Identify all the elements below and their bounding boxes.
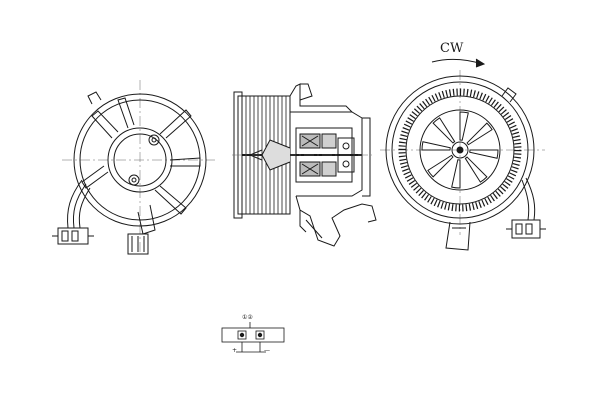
impeller-spoke — [469, 149, 499, 159]
motor-end-view — [52, 80, 215, 255]
impeller-spoke — [466, 122, 493, 146]
impeller-spoke — [451, 159, 461, 189]
impeller-spoke — [459, 111, 469, 141]
blade-ring — [398, 88, 522, 212]
negative-terminal-mark: — — [264, 347, 270, 354]
motor-connector — [52, 227, 94, 245]
impeller-spoke — [421, 141, 451, 151]
motor-windings — [299, 133, 337, 177]
positive-terminal-mark: + — [232, 347, 237, 354]
impeller-spokes — [421, 111, 499, 189]
impeller-spoke — [464, 156, 488, 183]
housing-spokes — [81, 97, 201, 215]
impeller-spoke — [432, 117, 456, 144]
side-section-view — [232, 83, 377, 247]
pin-number-label: ①② — [242, 314, 253, 321]
impeller-front-view: CW — [380, 41, 546, 251]
connector-pinout-detail: ①② + — — [221, 314, 285, 354]
impeller-spoke — [427, 154, 454, 178]
rotation-direction-label: CW — [440, 41, 464, 56]
rotation-arrow — [431, 58, 483, 65]
